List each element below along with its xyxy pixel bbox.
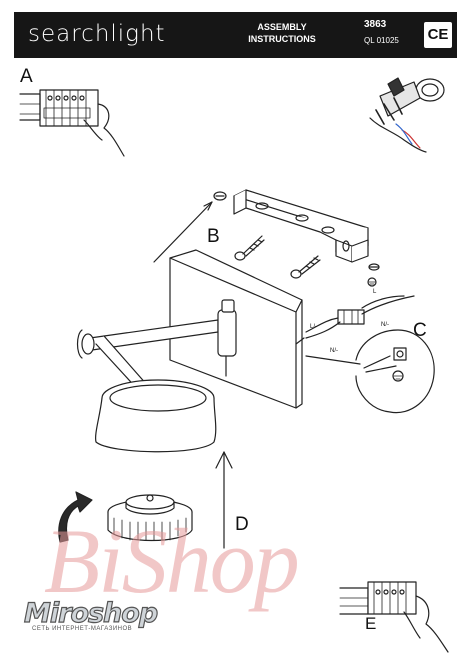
install-arrow-head (203, 201, 213, 211)
cable-connection-illustration (369, 77, 445, 153)
ce-mark-icon: CE (424, 22, 452, 48)
watermark-text: BiShop (44, 510, 300, 612)
miroshop-name: Miroshop (23, 597, 158, 629)
terminal-block-a-illustration (19, 89, 125, 157)
wire-label-n-2: N/- (330, 348, 338, 354)
miroshop-logo: Miroshop СЕТЬ ИНТЕРНЕТ-МАГАЗИНОВ (23, 597, 158, 632)
lamp-base-disc (107, 494, 193, 542)
screw-top (213, 191, 227, 201)
header-bar: searchlight ASSEMBLY INSTRUCTIONS 3863 Q… (14, 12, 457, 58)
step-c-label: C (413, 320, 427, 341)
step-e-label: E (365, 614, 377, 633)
step-d-arrowhead (215, 451, 233, 469)
ground-symbol-1 (367, 277, 377, 287)
miroshop-tagline: СЕТЬ ИНТЕРНЕТ-МАГАЗИНОВ (32, 626, 133, 632)
title-line-1: ASSEMBLY (257, 22, 307, 32)
screw-long-2 (290, 255, 321, 279)
terminal-connector-b (305, 295, 415, 339)
wire-label-l-minus: L/- (310, 324, 318, 330)
title-line-2: INSTRUCTIONS (248, 34, 316, 44)
step-d-label: D (235, 514, 249, 535)
screw-long-1 (234, 235, 265, 261)
mounting-bracket (233, 189, 369, 263)
swing-arm (76, 299, 237, 393)
wire-label-l: L (373, 289, 377, 295)
rotate-arrow-icon (58, 491, 93, 543)
install-arrow (153, 201, 213, 263)
brand-logo: searchlight (28, 21, 166, 47)
screw-small (368, 263, 380, 271)
step-a-label: A (20, 66, 33, 87)
terminal-block-e-illustration (339, 581, 449, 653)
model-number: 3863 (364, 19, 387, 30)
ground-symbol-2 (392, 370, 404, 382)
document-title: ASSEMBLY INSTRUCTIONS (236, 21, 328, 45)
wire-label-n-1: N/- (381, 322, 389, 328)
detail-c-callout (305, 329, 435, 414)
step-b-label: B (207, 226, 220, 247)
reference-code: QL 01025 (364, 36, 399, 45)
lamp-shade (95, 379, 217, 453)
